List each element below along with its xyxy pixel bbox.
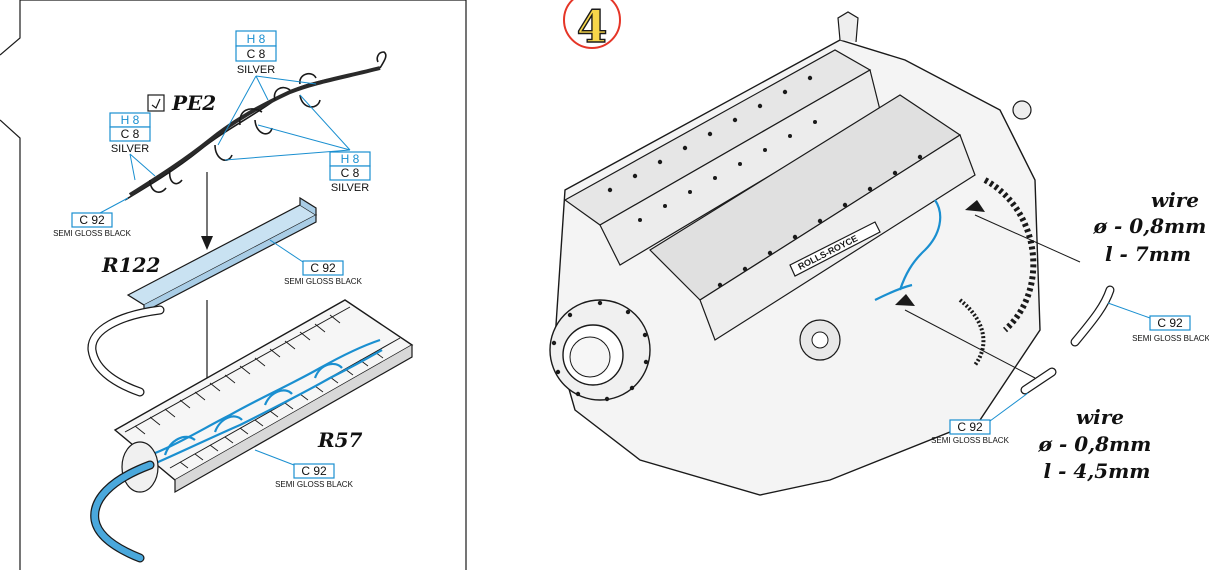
wire-spec-diameter: ø - 0,8mm [1093,214,1207,238]
blue-tube [91,461,154,562]
tag-code: C 92 [310,261,336,275]
wire-piece-long [1071,286,1114,346]
cover-ribs [134,314,384,469]
paint-tag-black-cover: C 92 SEMI GLOSS BLACK [254,449,354,489]
wire-piece-short [1021,368,1056,394]
wire-spec-title: wire [1076,405,1124,429]
tag-top-code: H 8 [341,152,360,166]
tag-caption: SEMI GLOSS BLACK [284,277,362,286]
tag-caption: SILVER [237,64,275,76]
leader-lines-silver [129,75,351,181]
tag-caption: SEMI GLOSS BLACK [275,480,353,489]
engine-blue-wires [874,199,942,301]
wire-spec-title: wire [1151,188,1199,212]
tag-mid-code: C 8 [121,127,140,141]
tag-caption: SILVER [111,143,149,155]
blue-wiring-harness [129,338,383,472]
cover-part-r57: R57 [90,299,414,563]
left-panel: H 8 C 8 SILVER H 8 C 8 SILVER H 8 C 8 SI… [0,0,467,570]
tag-code: C 92 [1157,316,1183,330]
wire-leader-lines [904,214,1081,379]
tag-top-code: H 8 [121,113,140,127]
wire-tube [88,306,164,396]
paint-tag-black-rail: C 92 SEMI GLOSS BLACK [269,239,363,286]
wire-spec-diameter: ø - 0,8mm [1038,432,1152,456]
cover-part-label: R57 [317,428,363,452]
tag-caption: SEMI GLOSS BLACK [931,436,1009,445]
tag-top-code: H 8 [247,32,266,46]
paint-tag-silver-right: H 8 C 8 SILVER [329,151,371,194]
tag-caption: SEMI GLOSS BLACK [1132,334,1209,343]
wire-tube-outline [87,305,165,397]
tag-mid-code: C 8 [341,166,360,180]
photo-etch-label: PE2 [147,91,216,115]
paint-tag-black-wire-long: C 92 SEMI GLOSS BLACK [1107,302,1209,343]
tag-caption: SEMI GLOSS BLACK [53,229,131,238]
wire-spec-short: wire ø - 0,8mm l - 4,5mm [1038,405,1152,483]
tag-code: C 92 [301,464,327,478]
tag-code: C 92 [79,213,105,227]
rail-part-r122: R122 [101,196,318,313]
step-number-badge: 4 [563,0,621,54]
wire-spec-length: l - 4,5mm [1044,459,1151,483]
rail-part-label: R122 [101,253,160,277]
wire-spec-long: wire ø - 0,8mm l - 7mm [1093,188,1207,266]
tag-code: C 92 [957,420,983,434]
paint-tag-silver-left: H 8 C 8 SILVER [109,112,151,155]
step-number: 4 [577,2,608,53]
wire-spec-length: l - 7mm [1105,242,1191,266]
engine-illustration: ROLLS-ROYCE [549,11,1041,496]
tag-mid-code: C 8 [247,47,266,61]
paint-tag-silver-top: H 8 C 8 SILVER [235,30,277,76]
tag-caption: SILVER [331,182,369,194]
engine-bolts [607,75,923,288]
paint-tag-black-pe: C 92 SEMI GLOSS BLACK [53,197,132,238]
photo-etch-part-label: PE2 [171,91,216,115]
paint-tag-black-wire-short: C 92 SEMI GLOSS BLACK [931,392,1029,445]
panel-frame [0,0,467,570]
